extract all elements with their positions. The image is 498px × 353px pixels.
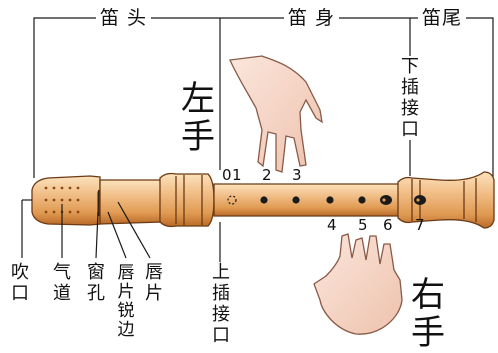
lower-joint-label: 下插接口 xyxy=(400,56,420,140)
tone-holes xyxy=(227,195,426,205)
tail-bracket-line xyxy=(410,17,494,180)
left-hand-label: 左手 xyxy=(181,79,215,157)
label-leaders xyxy=(21,199,151,259)
right-hand-label: 右手 xyxy=(411,275,445,353)
tone-hole-1 xyxy=(260,196,268,204)
tone-hole-6 xyxy=(414,195,426,205)
tone-hole-5 xyxy=(380,195,392,205)
airway-dots xyxy=(44,186,80,214)
recorder-head-upper xyxy=(99,179,163,225)
tone-hole-4 xyxy=(358,196,366,204)
hole-number-5: 5 xyxy=(358,216,368,234)
hole-number-0: 0 xyxy=(222,166,232,184)
window-label: 窗孔 xyxy=(87,262,105,304)
lip-label: 唇片 xyxy=(145,262,163,304)
airway-label: 气道 xyxy=(53,262,71,304)
hole-number-7: 7 xyxy=(415,216,425,234)
section-label-tail: 笛尾 xyxy=(418,9,467,28)
head-socket xyxy=(159,172,215,228)
blow-hole-label: 吹口 xyxy=(11,262,29,304)
hole-number-1: 1 xyxy=(232,166,242,184)
right-hand-illustration xyxy=(313,233,403,335)
lip-leader xyxy=(117,201,151,259)
left-hand-illustration xyxy=(229,55,323,173)
recorder-foot-joint xyxy=(397,171,495,229)
section-label-body: 笛 身 xyxy=(284,9,340,28)
tone-hole-2 xyxy=(292,196,300,204)
hole-number-6: 6 xyxy=(383,216,393,234)
tone-hole-3 xyxy=(326,196,334,204)
recorder-head xyxy=(31,175,101,226)
lip-edge-leader xyxy=(107,211,127,259)
upper-joint-label: 上插接口 xyxy=(212,262,230,346)
hole-number-3: 3 xyxy=(292,166,302,184)
tone-hole-0 xyxy=(227,195,237,205)
section-label-head: 笛 头 xyxy=(96,9,152,28)
lip-edge-label: 唇片锐边 xyxy=(117,263,135,340)
head-bracket-line xyxy=(33,17,220,178)
hole-number-2: 2 xyxy=(262,166,272,184)
window-leader xyxy=(95,211,99,259)
hole-number-4: 4 xyxy=(327,216,337,234)
recorder-middle-joint xyxy=(213,183,401,217)
recorder-body xyxy=(31,171,495,229)
